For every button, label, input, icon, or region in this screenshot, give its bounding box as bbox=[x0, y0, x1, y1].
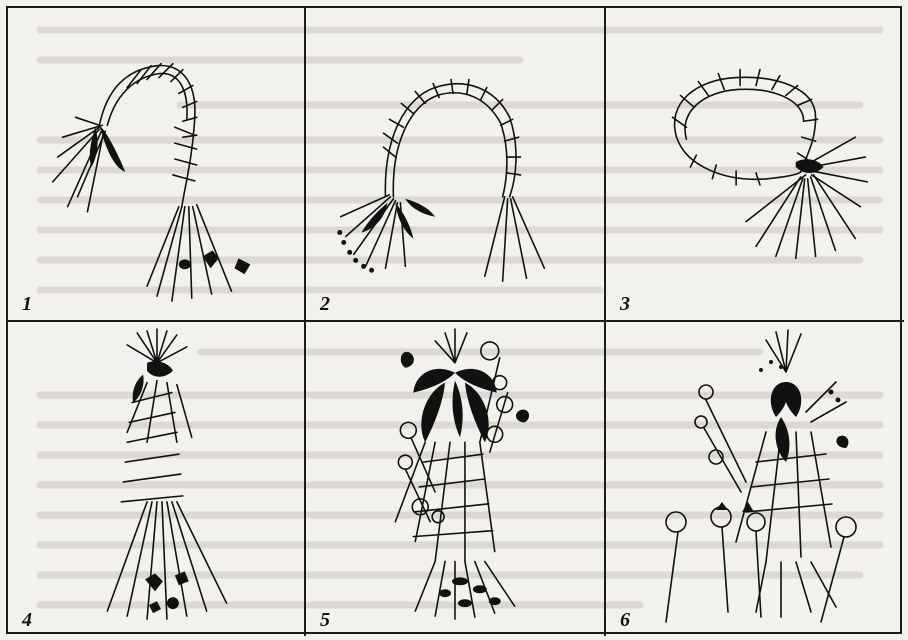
braid-bundle-drawing bbox=[8, 322, 304, 636]
flower-bouquet-drawing bbox=[306, 322, 604, 636]
panel-1: 1 bbox=[8, 8, 306, 322]
panel-3: 3 bbox=[606, 8, 904, 322]
panel-number: 1 bbox=[22, 293, 32, 316]
panel-2: 2 bbox=[306, 8, 606, 322]
bouquet-with-poppy-heads-drawing bbox=[606, 322, 904, 636]
panel-number: 2 bbox=[320, 293, 330, 316]
panel-number: 4 bbox=[22, 609, 32, 632]
panel-4: 4 bbox=[8, 322, 306, 636]
braid-wreath-drawing bbox=[606, 8, 904, 320]
braid-loop-drawing bbox=[306, 8, 604, 320]
panel-5: 5 bbox=[306, 322, 606, 636]
panel-number: 3 bbox=[620, 293, 630, 316]
panel-number: 5 bbox=[320, 609, 330, 632]
braid-loop-drawing bbox=[8, 8, 304, 320]
panel-number: 6 bbox=[620, 609, 630, 632]
illustration-grid: 1 2 bbox=[6, 6, 902, 634]
panel-6: 6 bbox=[606, 322, 904, 636]
